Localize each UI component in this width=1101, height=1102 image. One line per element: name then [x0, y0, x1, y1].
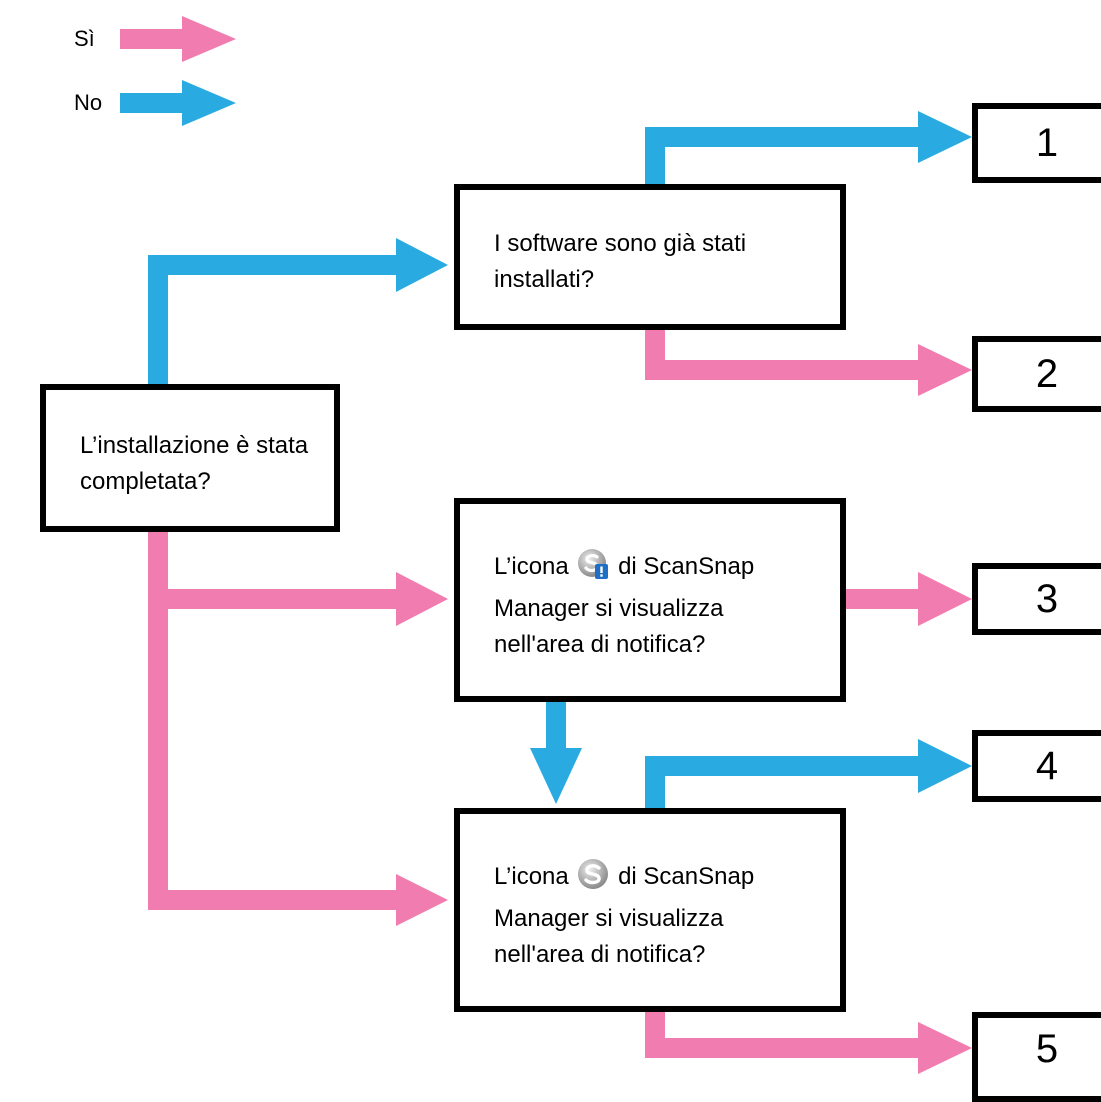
legend-yes-arrow	[120, 16, 236, 62]
question-line: Manager si visualizza	[494, 595, 724, 622]
connector-icon-normal-no	[645, 739, 972, 812]
result-number: 1	[1035, 121, 1059, 165]
connector-install-yes	[148, 530, 448, 926]
question-software-installed: I software sono già stati installati?	[454, 184, 846, 330]
result-number: 4	[1035, 744, 1059, 788]
legend-no-arrow	[120, 80, 236, 126]
question-text: di ScanSnap	[618, 553, 755, 580]
result-box-4: 4	[972, 730, 1101, 802]
scansnap-manager-warning-icon	[577, 548, 609, 591]
result-number: 5	[1035, 1027, 1059, 1071]
legend-no-label: No	[74, 90, 103, 115]
question-installation-completed: L’installazione è stata completata?	[40, 384, 340, 532]
question-line: installati?	[494, 266, 595, 293]
question-line: completata?	[80, 468, 211, 495]
connector-software-no	[645, 111, 972, 187]
connector-icon-normal-yes	[645, 1008, 972, 1074]
question-icon-displayed: L’icona di ScanSnap Manager si visualizz…	[454, 808, 846, 1012]
question-text: L’icona	[494, 553, 569, 580]
question-line: I software sono già stati	[494, 230, 747, 257]
result-number: 2	[1035, 352, 1059, 396]
result-number: 3	[1035, 577, 1059, 621]
result-box-1: 1	[972, 103, 1101, 183]
question-warning-icon-displayed: L’icona di ScanSnap	[454, 498, 846, 702]
connector-icon-warning-yes	[845, 572, 972, 626]
result-box-2: 2	[972, 336, 1101, 412]
question-line: nell'area di notifica?	[494, 941, 706, 968]
scansnap-manager-icon	[577, 858, 609, 901]
question-text: di ScanSnap	[618, 863, 755, 890]
question-line: L’installazione è stata	[80, 432, 309, 459]
result-box-5: 5	[972, 1012, 1101, 1102]
legend-yes-label: Sì	[74, 26, 95, 51]
result-box-3: 3	[972, 563, 1101, 635]
question-text: L’icona	[494, 863, 569, 890]
question-line: nell'area di notifica?	[494, 631, 706, 658]
connector-icon-warning-no	[530, 700, 582, 804]
connector-software-yes	[645, 328, 972, 396]
question-line: Manager si visualizza	[494, 905, 724, 932]
connector-install-no	[148, 238, 448, 385]
